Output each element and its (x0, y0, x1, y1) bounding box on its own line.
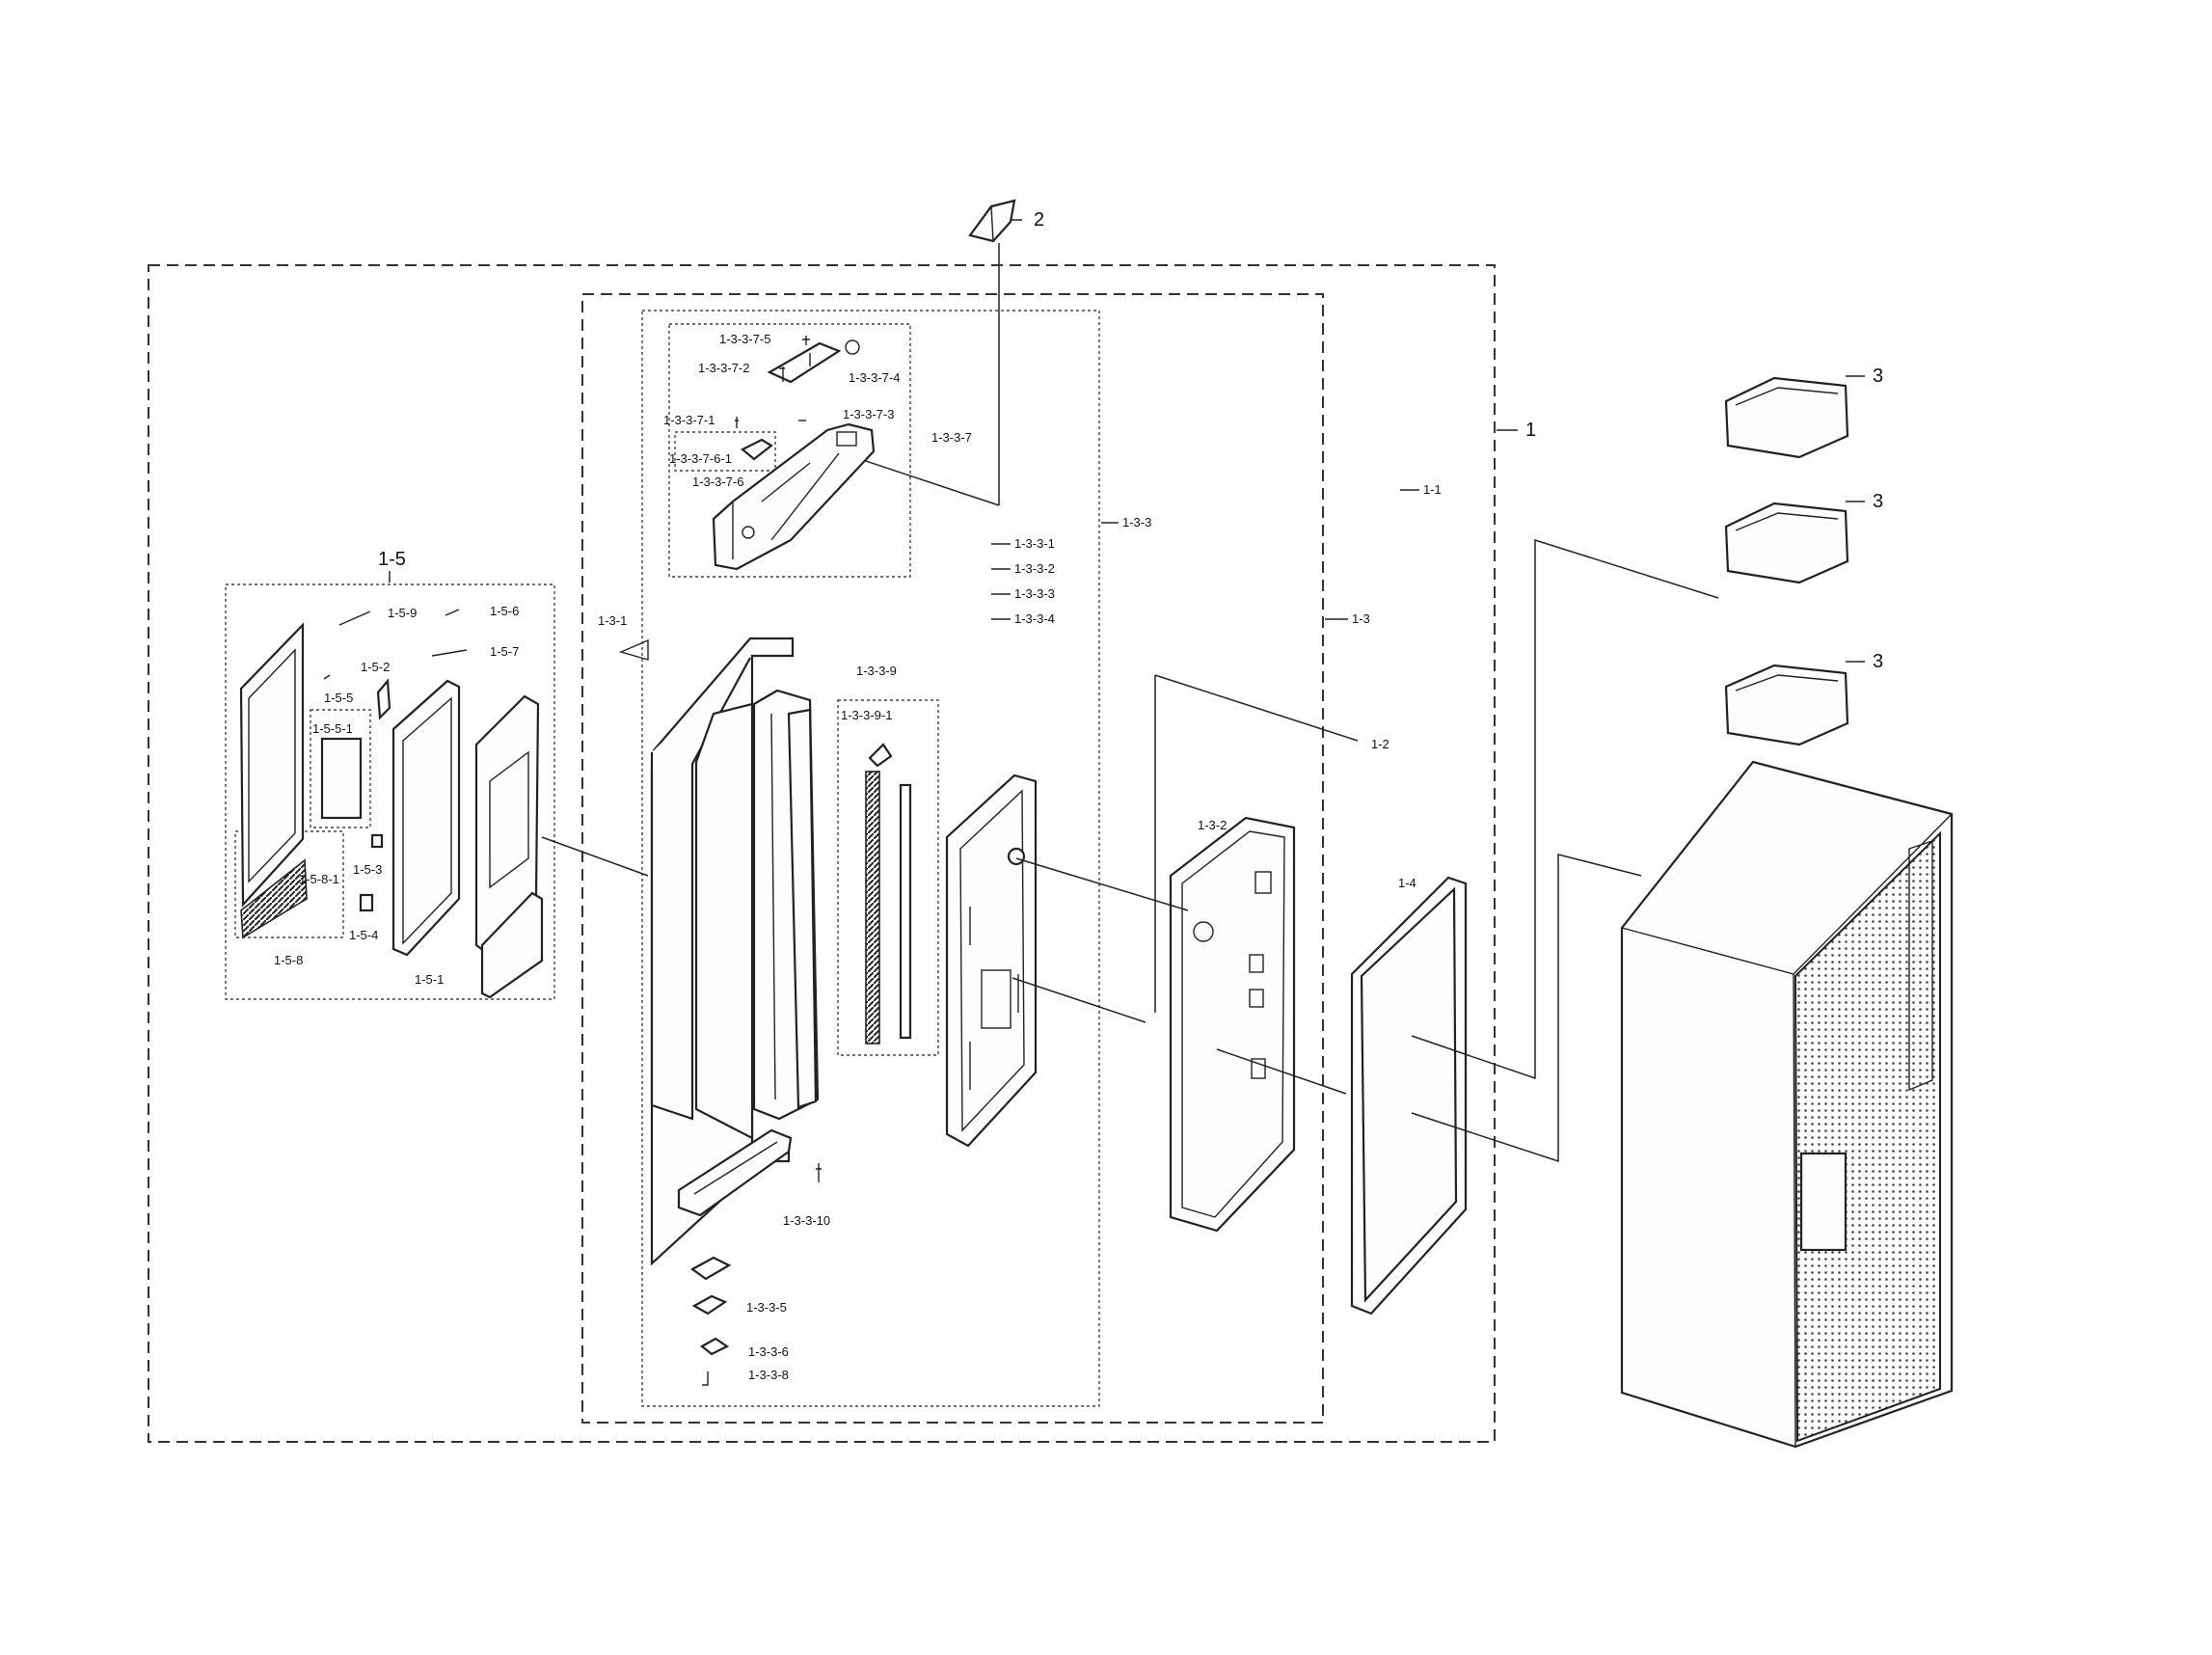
dispenser-case (712, 422, 876, 571)
label-part-1-3-3-7-6: 1-3-3-7-6 (692, 475, 743, 489)
label-part-1: 1 (1525, 420, 1536, 441)
bottom-small-parts (618, 638, 732, 1386)
sensor-strip-boundary (837, 699, 939, 1056)
label-part-1-5-1: 1-5-1 (415, 972, 444, 987)
label-part-1-5-9: 1-5-9 (388, 606, 417, 620)
label-part-1-3-3-7-6-1: 1-3-3-7-6-1 (669, 451, 732, 466)
label-part-1-5-2: 1-5-2 (361, 660, 390, 674)
label-part-1-5-6: 1-5-6 (490, 604, 519, 618)
label-part-1-3-3-3: 1-3-3-3 (1014, 586, 1055, 601)
label-part-1-3-3-10: 1-3-3-10 (783, 1213, 830, 1228)
label-part-3-top: 3 (1873, 366, 1883, 387)
label-part-1-3-3-4: 1-3-3-4 (1014, 611, 1055, 626)
door-bin-bottom (1724, 664, 1849, 746)
leader-line (1411, 538, 1719, 1080)
label-part-1-3-3-7-2: 1-3-3-7-2 (698, 361, 749, 375)
leader-line (1216, 1048, 1347, 1095)
panel-cover-boundary (310, 709, 371, 828)
label-part-1-3-3-5: 1-3-3-5 (746, 1300, 787, 1315)
door-bin-middle (1724, 502, 1849, 584)
label-part-1-3-3-1: 1-3-3-1 (1014, 536, 1055, 551)
front-display-panel (239, 622, 305, 908)
refrigerator-cabinet (1620, 760, 1954, 1449)
leader-line (1411, 854, 1642, 1163)
label-part-1-5-8-1: 1-5-8-1 (299, 872, 339, 886)
label-part-1-4: 1-4 (1398, 876, 1416, 890)
dispenser-chute (677, 1128, 822, 1217)
panel-pcb (480, 891, 544, 999)
leader-line (1015, 857, 1189, 911)
panel-small-parts (323, 609, 468, 912)
label-part-1-3-3-9-1: 1-3-3-9-1 (841, 708, 892, 722)
door-inner-frame (945, 773, 1038, 1148)
door-liner (1169, 816, 1296, 1233)
label-part-1-3-3-7-5: 1-3-3-7-5 (719, 332, 770, 346)
label-part-3-bottom: 3 (1873, 651, 1883, 672)
top-clip-part (968, 199, 1022, 243)
panel-frame (391, 679, 461, 957)
label-part-1-1: 1-1 (1423, 482, 1442, 497)
dispenser-bracket (767, 339, 860, 384)
label-part-1-3-3-7-4: 1-3-3-7-4 (849, 370, 900, 385)
label-part-1-3-2: 1-3-2 (1198, 818, 1227, 832)
label-part-1-2: 1-2 (1371, 737, 1389, 751)
door-foam-boundary (581, 293, 1324, 1424)
door-inner-boundary (641, 310, 1100, 1407)
label-part-1-3-3-2: 1-3-3-2 (1014, 561, 1055, 576)
dispenser-case-boundary (668, 323, 911, 578)
leader-line (1012, 977, 1146, 1023)
label-part-1-3-3-9: 1-3-3-9 (856, 664, 897, 678)
label-part-1-5-5: 1-5-5 (324, 691, 353, 705)
label-part-1-5-3: 1-5-3 (353, 862, 382, 877)
label-part-1-3-1: 1-3-1 (598, 613, 627, 628)
label-part-1-5-8: 1-5-8 (274, 953, 303, 967)
grille-louver (240, 858, 308, 939)
label-part-1-5-4: 1-5-4 (349, 928, 378, 942)
label-part-1-5: 1-5 (378, 549, 406, 570)
leader-line (853, 456, 1000, 506)
label-part-3-middle: 3 (1873, 491, 1883, 512)
sensor-strip (865, 743, 912, 1045)
label-part-1-3-3-7-1: 1-3-3-7-1 (663, 413, 715, 427)
label-part-1-3-3-7: 1-3-3-7 (931, 430, 972, 445)
label-part-1-5-7: 1-5-7 (490, 644, 519, 659)
label-part-1-3-3-6: 1-3-3-6 (748, 1344, 789, 1359)
leader-line (1154, 674, 1359, 1013)
door-gasket (1350, 876, 1468, 1316)
label-part-1-3-3-8: 1-3-3-8 (748, 1368, 789, 1382)
label-part-2: 2 (1034, 209, 1044, 231)
door-liner-foam (650, 637, 820, 1266)
door-bin-top (1724, 376, 1849, 459)
door-assembly-boundary (148, 264, 1496, 1443)
leader-line (541, 836, 649, 877)
label-part-1-5-5-1: 1-5-5-1 (312, 721, 353, 736)
panel-assembly-boundary (225, 583, 555, 1000)
dispenser-small-parts (735, 336, 810, 461)
label-part-1-3-3-7-3: 1-3-3-7-3 (843, 407, 894, 421)
panel-cover (320, 737, 363, 820)
label-part-1-3: 1-3 (1352, 611, 1370, 626)
label-part-1-3-3: 1-3-3 (1122, 515, 1151, 529)
